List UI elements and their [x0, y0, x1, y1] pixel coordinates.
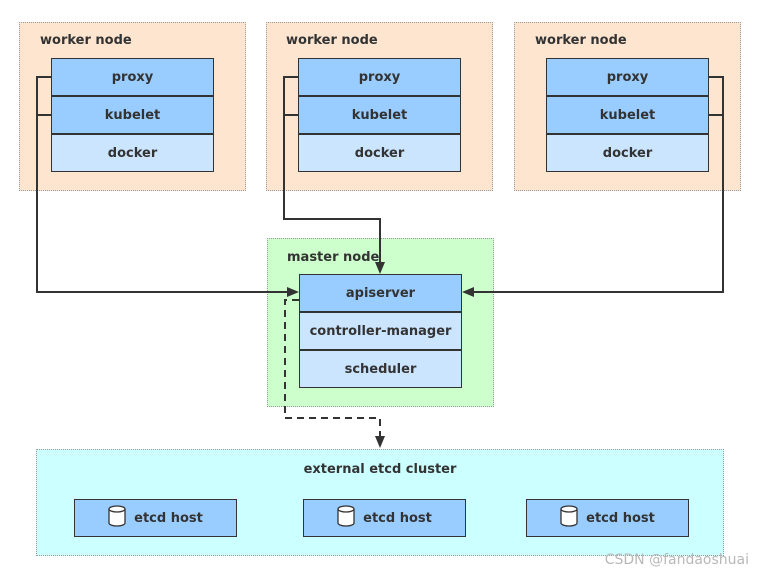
database-icon [108, 505, 126, 531]
worker-node-title: worker node [286, 33, 378, 48]
docker-box: docker [298, 134, 461, 172]
docker-box: docker [51, 134, 214, 172]
proxy-box: proxy [298, 58, 461, 96]
connector-worker1-apiserver [36, 76, 292, 293]
arrowhead [375, 436, 385, 448]
master-node-title: master node [287, 250, 380, 265]
connector-apiserver-etcd [284, 299, 381, 437]
etcd-host-box: etcd host [526, 499, 689, 537]
arrowhead [375, 262, 385, 274]
controller-manager-box: controller-manager [299, 312, 462, 350]
kubelet-box: kubelet [298, 96, 461, 134]
etcd-host-label: etcd host [363, 510, 432, 526]
database-icon [337, 505, 355, 531]
etcd-host-label: etcd host [134, 510, 203, 526]
kubelet-box: kubelet [546, 96, 709, 134]
arrowhead [462, 287, 474, 297]
worker-node-title: worker node [535, 33, 627, 48]
worker-node-title: worker node [40, 33, 132, 48]
etcd-host-box: etcd host [74, 499, 237, 537]
database-icon [560, 505, 578, 531]
etcd-host-label: etcd host [586, 510, 655, 526]
apiserver-box: apiserver [299, 274, 462, 312]
connector-worker3-apiserver [471, 76, 724, 293]
arrowhead [287, 287, 299, 297]
etcd-cluster-title: external etcd cluster [303, 462, 457, 477]
docker-box: docker [546, 134, 709, 172]
etcd-host-box: etcd host [303, 499, 466, 537]
proxy-box: proxy [51, 58, 214, 96]
proxy-box: proxy [546, 58, 709, 96]
kubelet-box: kubelet [51, 96, 214, 134]
watermark: CSDN @fandaoshuai [604, 552, 749, 568]
scheduler-box: scheduler [299, 350, 462, 388]
connector-worker2-apiserver [283, 76, 381, 265]
